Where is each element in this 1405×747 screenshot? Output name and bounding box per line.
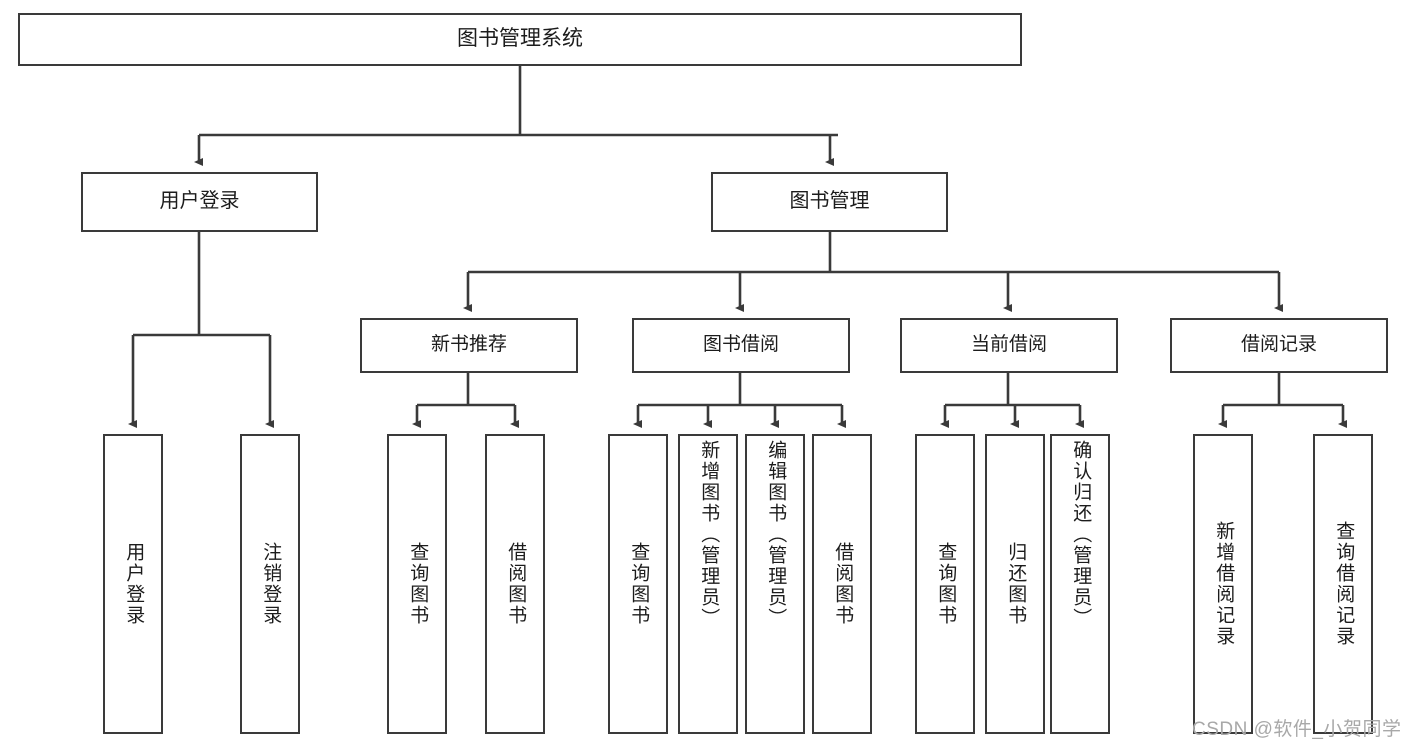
node-leaf-edit-book-label: 编辑图书（管理员） bbox=[765, 440, 787, 629]
node-leaf-borrow-book[interactable]: 借阅图书 bbox=[812, 434, 872, 734]
node-leaf-logout[interactable]: 注销登录 bbox=[240, 434, 300, 734]
node-leaf-confirm-return-label: 确认归还（管理员） bbox=[1070, 440, 1092, 629]
node-leaf-confirm-return[interactable]: 确认归还（管理员） bbox=[1050, 434, 1110, 734]
node-leaf-add-record-label: 新增借阅记录 bbox=[1213, 521, 1235, 647]
node-user-login[interactable]: 用户登录 bbox=[81, 172, 318, 232]
node-leaf-add-book-label: 新增图书（管理员） bbox=[698, 440, 720, 629]
node-leaf-return-book-label: 归还图书 bbox=[1005, 542, 1027, 626]
node-leaf-query-book-rec-label: 查询图书 bbox=[407, 542, 429, 626]
node-leaf-query-book-cur[interactable]: 查询图书 bbox=[915, 434, 975, 734]
node-current-borrow[interactable]: 当前借阅 bbox=[900, 318, 1118, 373]
node-book-manage[interactable]: 图书管理 bbox=[711, 172, 948, 232]
node-leaf-borrow-book-rec-label: 借阅图书 bbox=[505, 542, 527, 626]
node-user-login-label: 用户登录 bbox=[159, 190, 240, 213]
node-root-label: 图书管理系统 bbox=[457, 27, 583, 51]
node-leaf-user-login-label: 用户登录 bbox=[123, 542, 145, 626]
node-leaf-query-book-rec[interactable]: 查询图书 bbox=[387, 434, 447, 734]
node-leaf-edit-book[interactable]: 编辑图书（管理员） bbox=[745, 434, 805, 734]
node-leaf-query-book-cur-label: 查询图书 bbox=[935, 542, 957, 626]
node-book-borrow[interactable]: 图书借阅 bbox=[632, 318, 850, 373]
node-leaf-borrow-book-rec[interactable]: 借阅图书 bbox=[485, 434, 545, 734]
node-new-book-recommend[interactable]: 新书推荐 bbox=[360, 318, 578, 373]
node-leaf-query-record-label: 查询借阅记录 bbox=[1333, 521, 1355, 647]
node-borrow-record[interactable]: 借阅记录 bbox=[1170, 318, 1388, 373]
node-leaf-borrow-book-label: 借阅图书 bbox=[832, 542, 854, 626]
node-book-manage-label: 图书管理 bbox=[789, 190, 870, 213]
node-root[interactable]: 图书管理系统 bbox=[18, 13, 1022, 66]
node-leaf-query-book-borrow[interactable]: 查询图书 bbox=[608, 434, 668, 734]
node-leaf-query-record[interactable]: 查询借阅记录 bbox=[1313, 434, 1373, 734]
node-leaf-add-book[interactable]: 新增图书（管理员） bbox=[678, 434, 738, 734]
node-leaf-user-login[interactable]: 用户登录 bbox=[103, 434, 163, 734]
node-current-borrow-label: 当前借阅 bbox=[970, 334, 1047, 356]
node-leaf-query-book-borrow-label: 查询图书 bbox=[628, 542, 650, 626]
node-leaf-logout-label: 注销登录 bbox=[260, 542, 282, 626]
node-leaf-add-record[interactable]: 新增借阅记录 bbox=[1193, 434, 1253, 734]
node-book-borrow-label: 图书借阅 bbox=[702, 334, 779, 356]
node-leaf-return-book[interactable]: 归还图书 bbox=[985, 434, 1045, 734]
node-borrow-record-label: 借阅记录 bbox=[1240, 334, 1317, 356]
node-new-book-recommend-label: 新书推荐 bbox=[430, 334, 507, 356]
